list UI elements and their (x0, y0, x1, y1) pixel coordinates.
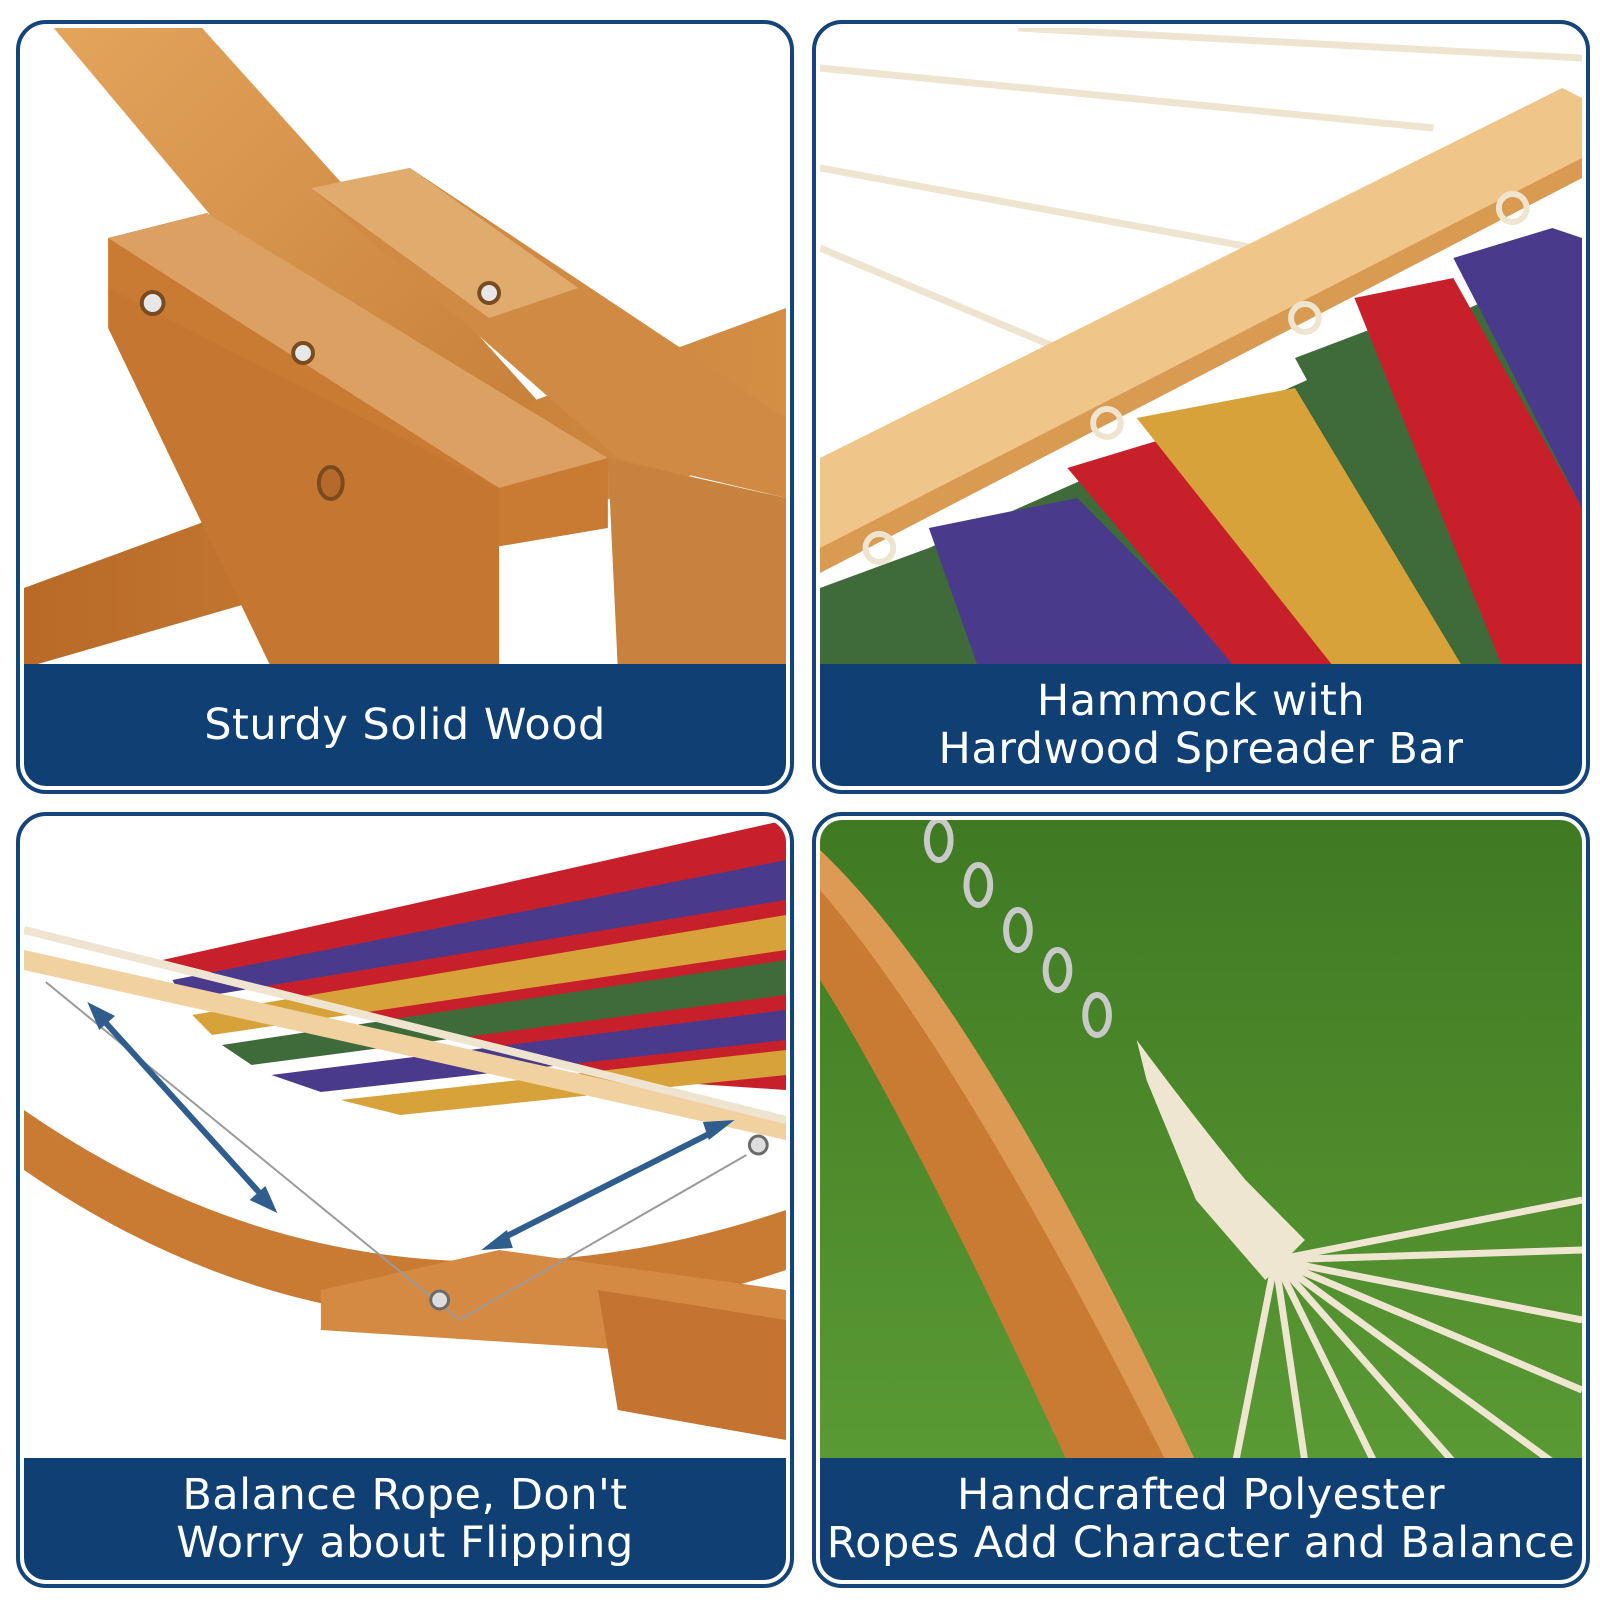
panel-caption: Sturdy Solid Wood (24, 664, 786, 786)
caption-line: Hammock with (1036, 676, 1366, 726)
balance-rope-photo (24, 820, 786, 1462)
spreader-bar-photo (820, 28, 1582, 668)
feature-panel-polyester-ropes: Handcrafted Polyester Ropes Add Characte… (812, 812, 1590, 1588)
caption-line: Handcrafted Polyester (956, 1470, 1445, 1520)
caption-line: Sturdy Solid Wood (204, 700, 606, 750)
caption-line: Hardwood Spreader Bar (938, 724, 1464, 774)
feature-panel-balance-rope: Balance Rope, Don't Worry about Flipping (16, 812, 794, 1588)
chain-rope-photo (820, 820, 1582, 1462)
caption-line: Balance Rope, Don't (182, 1470, 628, 1520)
feature-panel-sturdy-wood: Sturdy Solid Wood (16, 20, 794, 794)
panel-caption: Balance Rope, Don't Worry about Flipping (24, 1458, 786, 1580)
panel-caption: Handcrafted Polyester Ropes Add Characte… (820, 1458, 1582, 1580)
feature-panel-spreader-bar: Hammock with Hardwood Spreader Bar (812, 20, 1590, 794)
caption-line: Ropes Add Character and Balance (826, 1518, 1576, 1568)
caption-line: Worry about Flipping (176, 1518, 634, 1568)
wood-joint-photo (24, 28, 786, 668)
panel-caption: Hammock with Hardwood Spreader Bar (820, 664, 1582, 786)
